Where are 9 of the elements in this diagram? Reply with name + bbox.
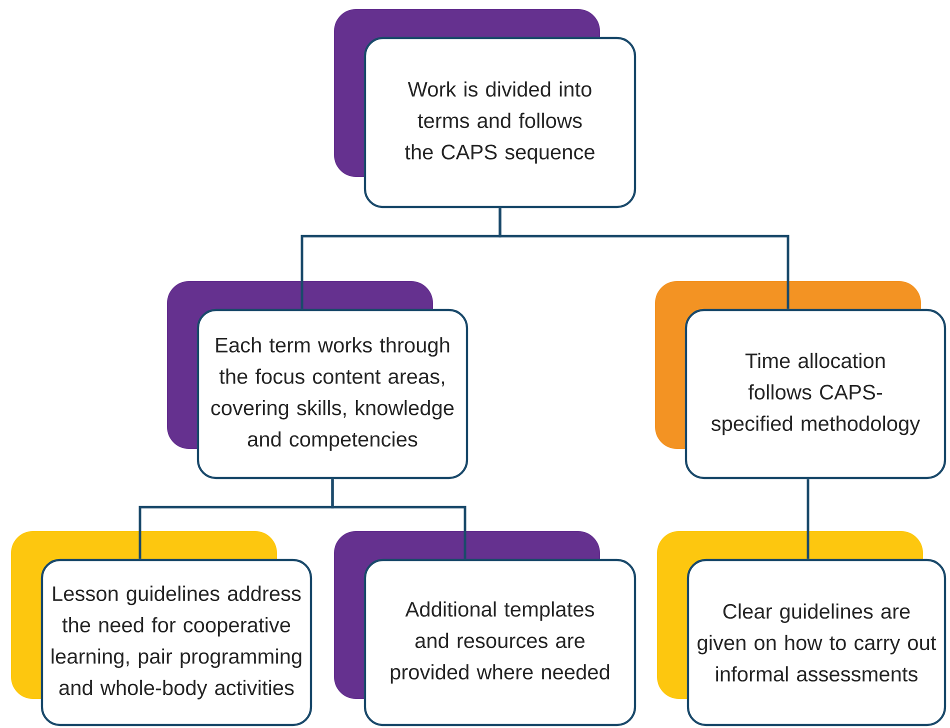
text-card: Additional templates and resources are provided where needed	[334, 531, 636, 726]
text-card: Each term works through the focus content areas, covering skills, knowledge and competencies	[167, 281, 468, 480]
connector-line	[806, 479, 810, 559]
connector-line	[331, 479, 466, 559]
connector-line	[498, 208, 790, 309]
text-card: Work is divided into terms and follows the CAPS sequence	[334, 9, 636, 208]
text-card: Lesson guidelines address the need for cooperative learning, pair programming and whole-body activities	[11, 531, 312, 726]
text-card: Clear guidelines are given on how to carry out informal assessments	[657, 531, 946, 726]
text-card: Time allocation follows CAPS-specified methodology	[655, 281, 946, 480]
